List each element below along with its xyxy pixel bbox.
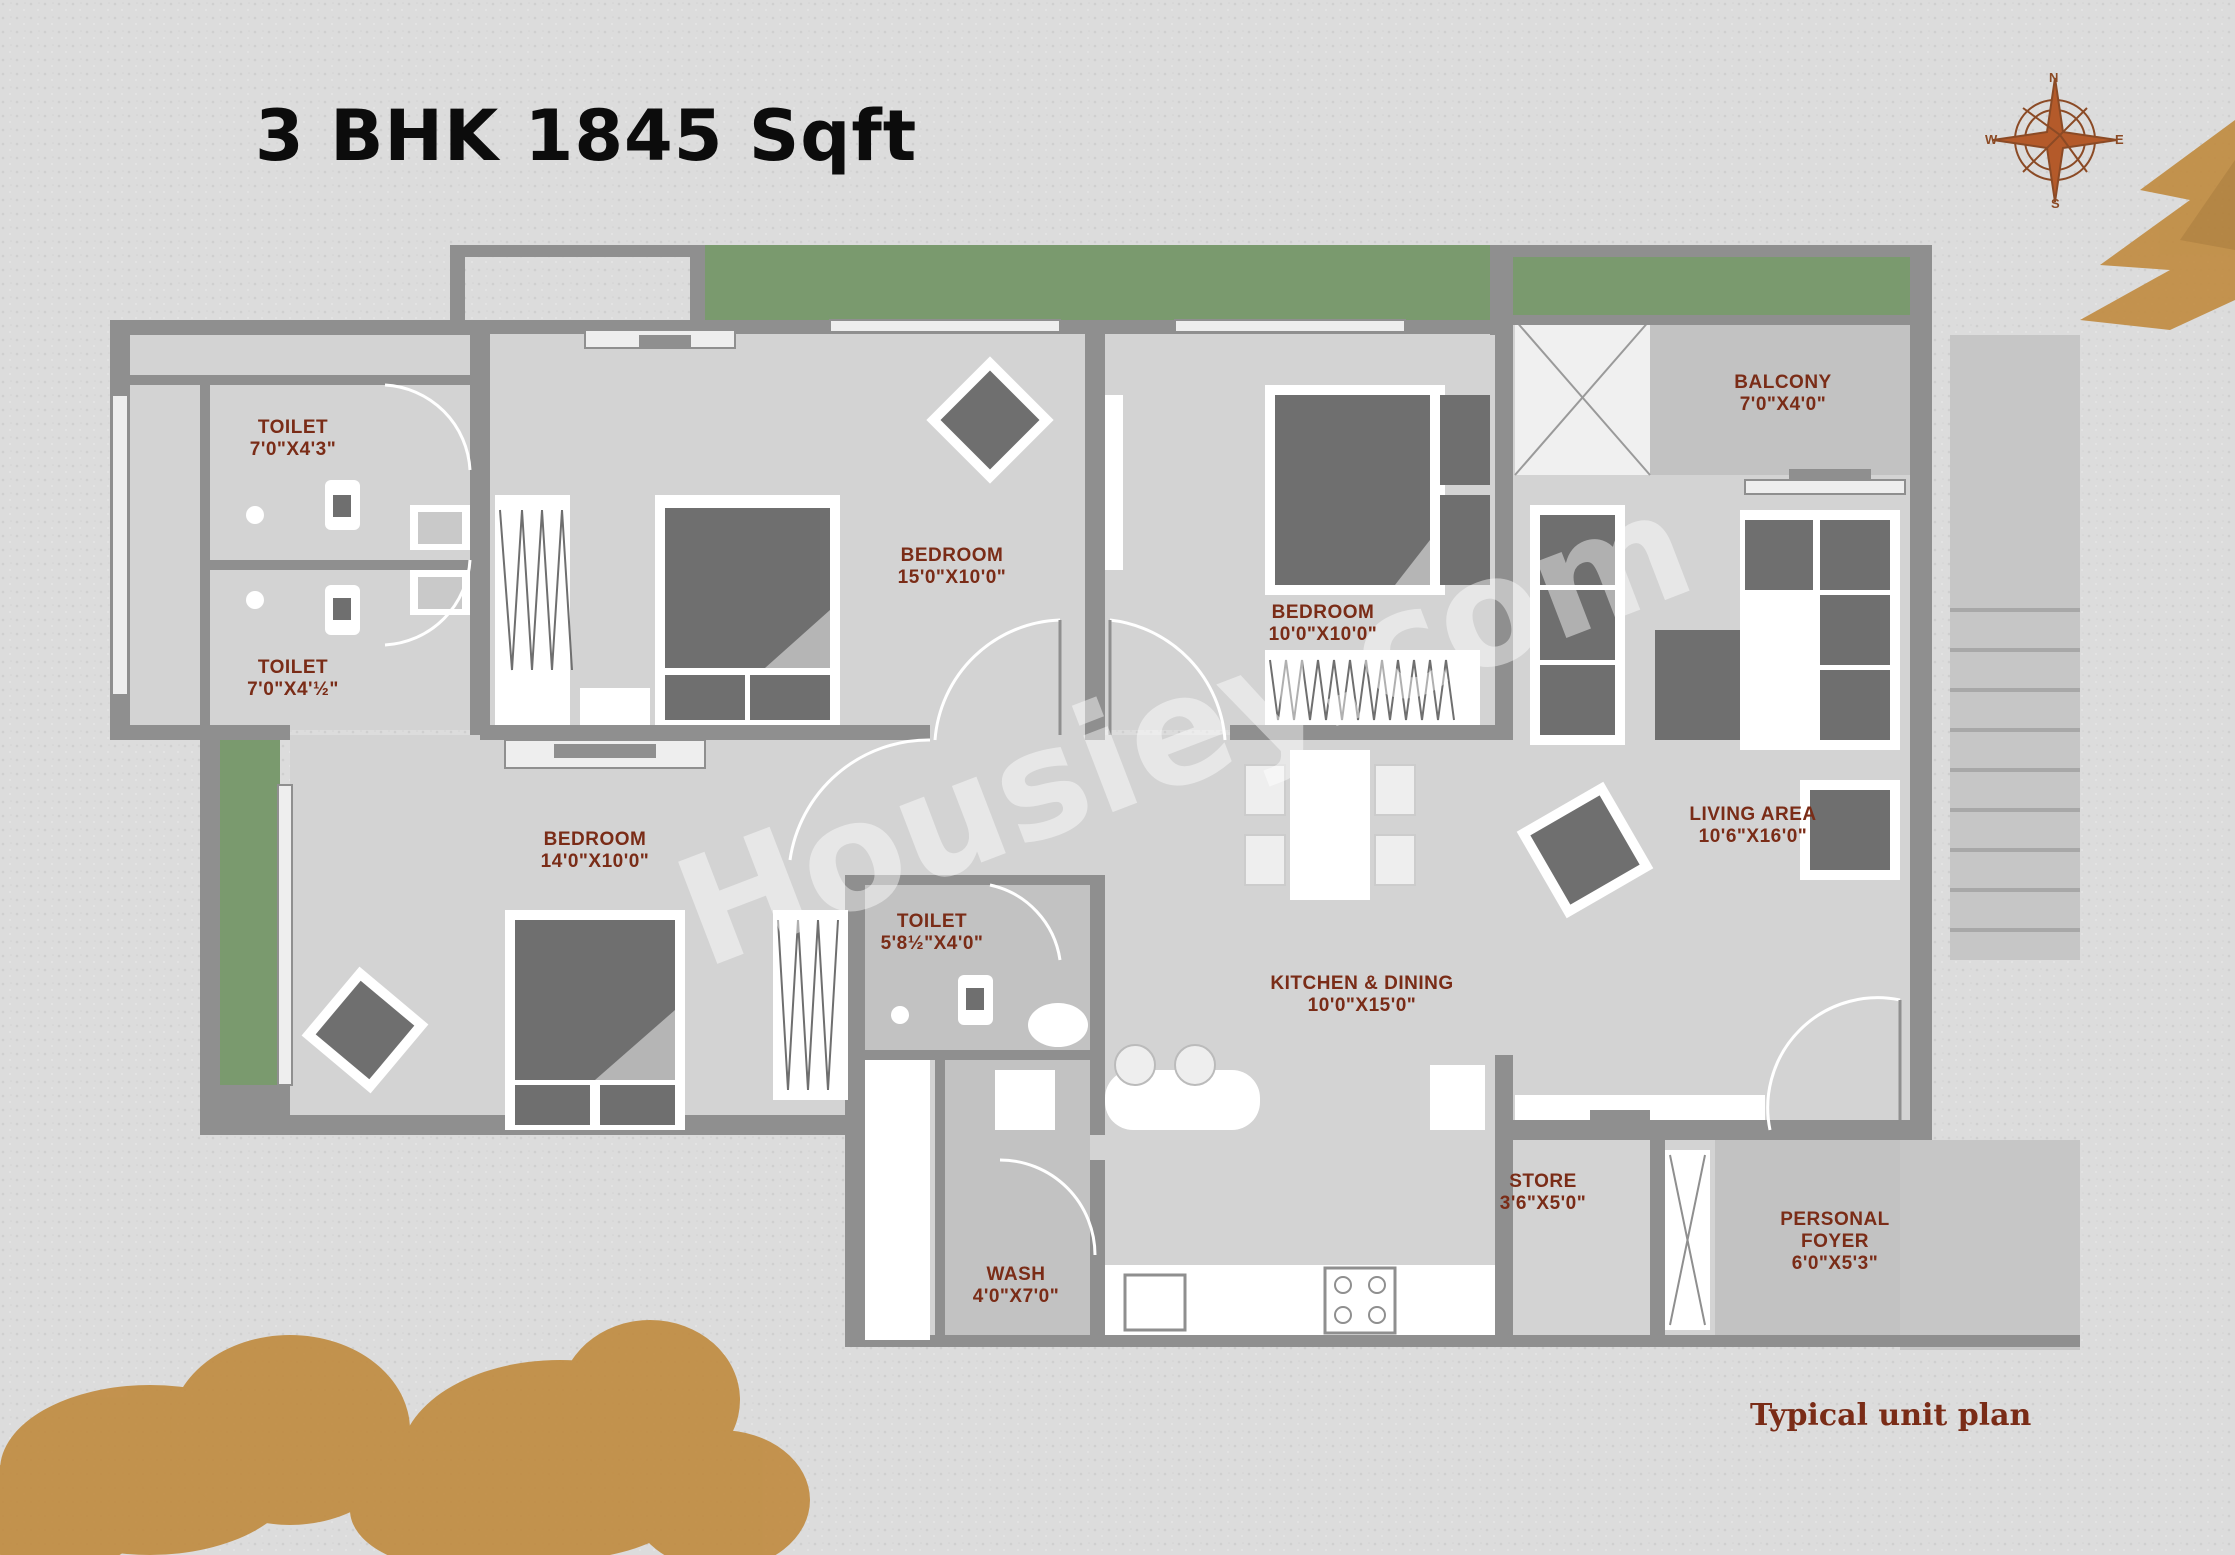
dining-table <box>1290 750 1370 900</box>
door-swings <box>384 383 1901 1256</box>
hob <box>1323 1266 1397 1335</box>
garden-strip-top-right <box>1513 245 1913 320</box>
garden-strip-top <box>705 245 1490 320</box>
breakfast-counter <box>1105 1070 1260 1130</box>
sanitary-fixtures <box>246 480 1088 1047</box>
compass-north-label: N <box>2049 70 2059 85</box>
windows <box>111 319 1906 1086</box>
coffee-table <box>1655 630 1740 740</box>
wash-basin-3 <box>1028 1003 1088 1047</box>
bed-2 <box>1275 395 1430 585</box>
compass-south-label: S <box>2051 196 2060 211</box>
garden-strip-left <box>210 740 280 1085</box>
wash-counter <box>865 1060 930 1340</box>
duct-shaft-cross <box>1514 319 1651 476</box>
compass-icon <box>1992 77 2118 203</box>
door-leaves <box>1058 620 1902 1125</box>
sink <box>1123 1273 1187 1332</box>
washing-machine <box>995 1070 1055 1130</box>
fridge <box>1430 1065 1485 1130</box>
compass-west-label: W <box>1985 132 1998 147</box>
compass-east-label: E <box>2115 132 2124 147</box>
dining-chairs <box>1244 764 1416 886</box>
study-desk <box>1105 395 1123 570</box>
page-title: 3 BHK 1845 Sqft <box>255 95 918 177</box>
tree-decoration-bottom <box>0 1320 810 1555</box>
tree-decoration-top-right <box>2080 120 2235 330</box>
balcony-floor <box>1650 320 1910 475</box>
side-table <box>580 688 650 725</box>
plan-caption: Typical unit plan <box>1750 1398 2032 1433</box>
external-staircase <box>1900 335 2080 1350</box>
wardrobe-3 <box>773 910 848 1100</box>
foyer-floor <box>1715 1140 1900 1335</box>
furniture <box>301 356 1900 1340</box>
wardrobe-1 <box>495 495 570 725</box>
